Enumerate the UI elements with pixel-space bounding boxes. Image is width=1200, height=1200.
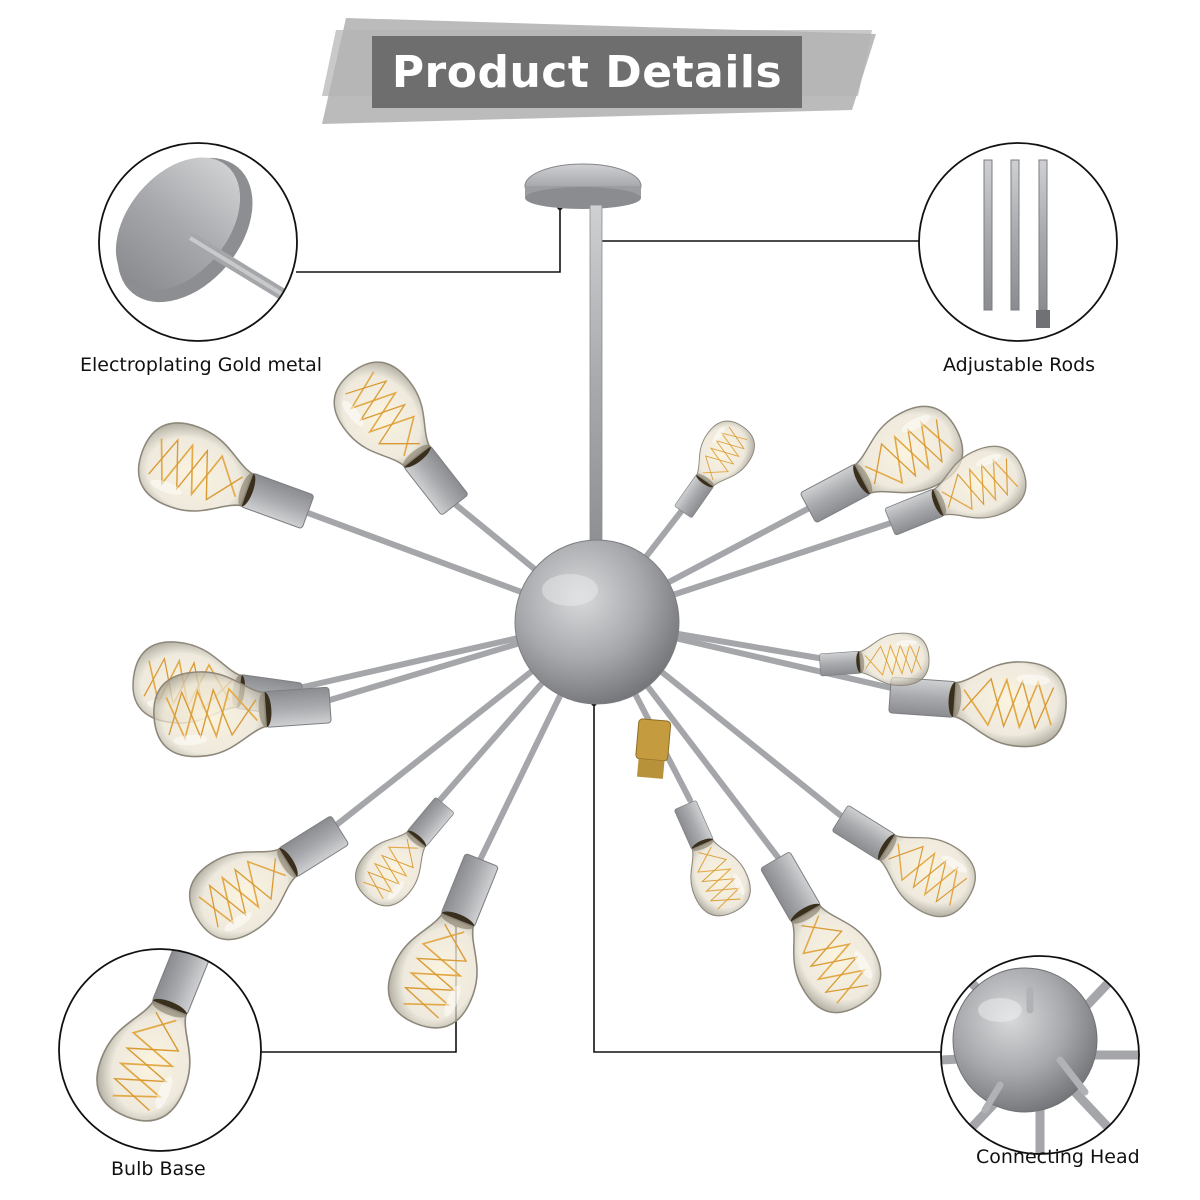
chandelier [126, 163, 1070, 1041]
detail-bulb-base-circle [58, 948, 262, 1152]
title-banner [322, 18, 876, 124]
detail-rods-circle [918, 142, 1118, 342]
connecting-head-label: Connecting Head [976, 1146, 1140, 1168]
detail-connecting-head-circle [940, 955, 1140, 1155]
detail-canopy-circle [98, 142, 298, 342]
canopy-label: Electroplating Gold metal [80, 354, 323, 376]
bulb-base-label: Bulb Base [111, 1158, 206, 1180]
page-title: Product Details [391, 46, 783, 98]
adjustable-rods-label: Adjustable Rods [943, 354, 1096, 376]
